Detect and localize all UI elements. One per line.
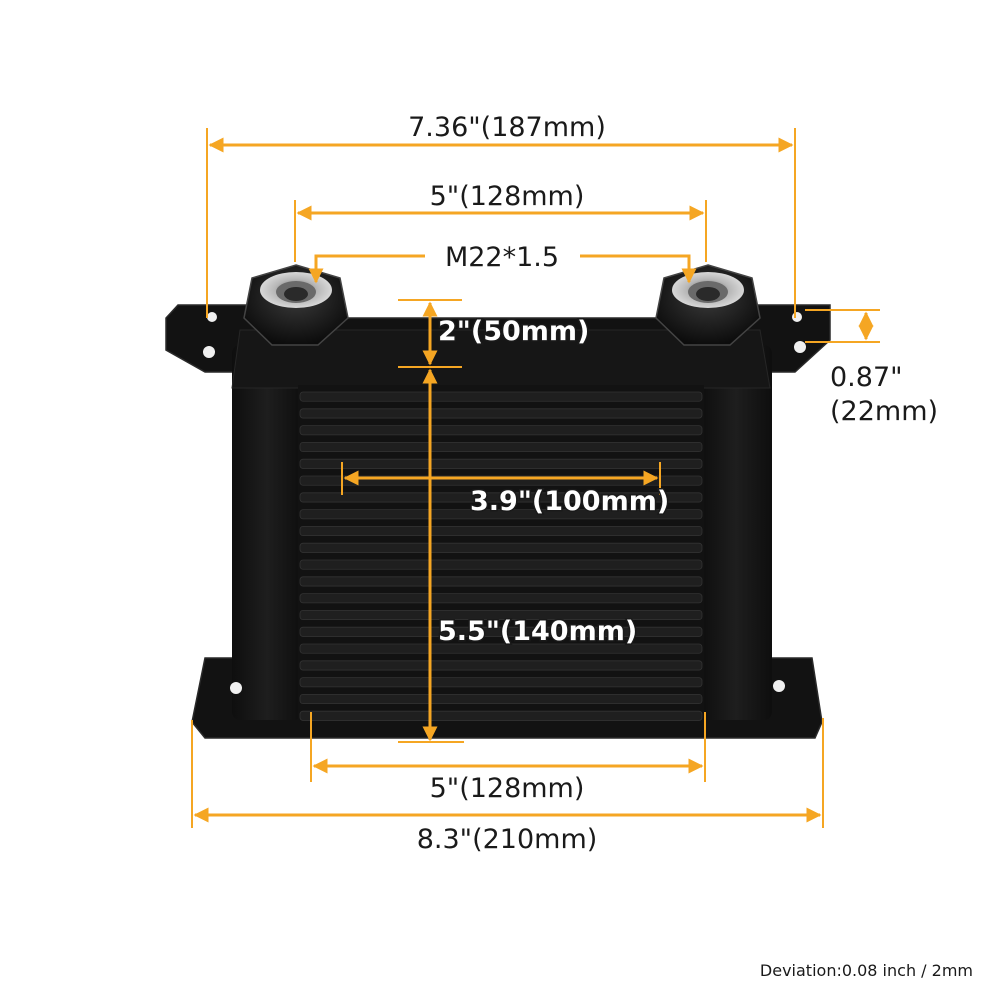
cooler-fin [299, 610, 703, 621]
cooler-fin [299, 408, 703, 419]
mounting-hole [207, 312, 217, 322]
mounting-hole [792, 312, 802, 322]
cooler-fin [299, 425, 703, 436]
right-side-tank [700, 345, 772, 720]
mounting-hole [773, 680, 785, 692]
cooler-fin [299, 694, 703, 705]
flange-height-label-line2: (22mm) [830, 396, 938, 427]
mounting-hole [203, 346, 215, 358]
cooler-fin [299, 391, 703, 402]
mounting-hole [230, 682, 242, 694]
cooler-fin [299, 626, 703, 637]
thread-leader-right [580, 254, 697, 284]
cooler-fin [299, 509, 703, 520]
thread-leader-left [308, 254, 425, 284]
left-side-tank [232, 345, 302, 720]
core-height-label: 5.5"(140mm) [438, 616, 637, 647]
cooler-fin [299, 559, 703, 570]
flange-height-label-line1: 0.87" [830, 362, 903, 393]
cooler-fin [299, 458, 703, 469]
cooler-fin [299, 542, 703, 553]
right-port-fitting [655, 264, 761, 346]
cooler-fin [299, 576, 703, 587]
cooler-fin [299, 643, 703, 654]
left-port-fitting [243, 264, 349, 346]
cooler-fin [299, 526, 703, 537]
cooler-fin [299, 492, 703, 503]
cooler-fin [299, 660, 703, 671]
cooler-fin [299, 710, 703, 721]
bottom-core-width-label: 5"(128mm) [430, 773, 585, 804]
cooler-fin [299, 593, 703, 604]
top-header-bar [231, 329, 771, 389]
port-span-label: 5"(128mm) [430, 181, 585, 212]
cooler-fin [299, 441, 703, 453]
mounting-hole [794, 341, 806, 353]
overall-bottom-width-label: 8.3"(210mm) [417, 824, 598, 855]
top-tank-height-label: 2"(50mm) [438, 316, 589, 347]
overall-top-width-label: 7.36"(187mm) [408, 112, 606, 143]
dimension-lines [191, 128, 880, 828]
cooler-fin [299, 677, 703, 688]
dimension-labels: 7.36"(187mm) 5"(128mm) M22*1.5 2"(50mm) … [408, 112, 973, 980]
deviation-note: Deviation:0.08 inch / 2mm [760, 961, 973, 980]
core-width-label: 3.9"(100mm) [470, 486, 669, 517]
oil-cooler-body [165, 264, 831, 739]
mounting-holes [203, 312, 806, 694]
thread-size-label: M22*1.5 [445, 242, 559, 273]
